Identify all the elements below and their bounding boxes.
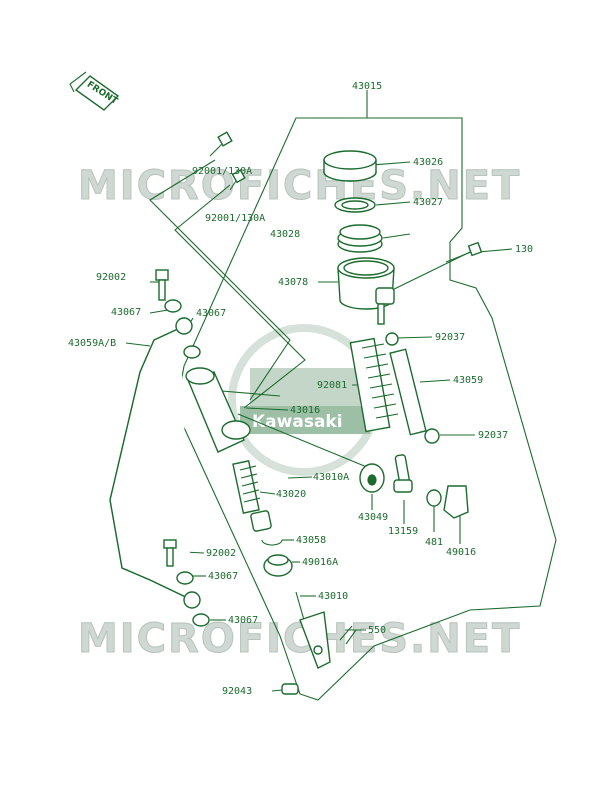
- washer-lower-1: [176, 571, 194, 585]
- callout-label: 13159: [388, 526, 418, 537]
- callout-labels: 43015 43026 92001/130A 92001/130A 43027 …: [68, 81, 533, 697]
- callout-label: 92002: [206, 548, 236, 559]
- banjo-bolt-lower: [163, 539, 177, 567]
- callout-label: 43015: [352, 81, 382, 92]
- bolt-lower: [229, 169, 246, 191]
- circlip: [261, 539, 283, 546]
- callout-label: 43026: [413, 157, 443, 168]
- callout-label: 550: [368, 625, 386, 636]
- callout-label: 43016: [290, 405, 320, 416]
- washer-upper-1: [164, 299, 182, 313]
- callout-label: 43067: [111, 307, 141, 318]
- callout-label: 92001/130A: [205, 213, 265, 224]
- dust-boot: [263, 554, 293, 577]
- reservoir: [337, 257, 395, 325]
- washer-upper-2: [183, 345, 201, 359]
- callout-label: 43049: [358, 512, 388, 523]
- callout-label: 43067: [196, 308, 226, 319]
- callout-label: 43020: [276, 489, 306, 500]
- callout-label: 43078: [278, 277, 308, 288]
- kawasaki-logo-text: Kawasaki: [252, 412, 343, 432]
- watermark-text-top: MICROFICHES.NET: [78, 163, 521, 209]
- callout-label: 92001/130A: [192, 166, 252, 177]
- callout-label: 43059A/B: [68, 338, 116, 349]
- callout-label: 92002: [96, 272, 126, 283]
- clevis-pin: [281, 683, 299, 695]
- piston-assembly: [232, 460, 272, 532]
- callout-label: 92081: [317, 380, 347, 391]
- front-badge: FRONT: [69, 71, 120, 111]
- callout-label: 481: [425, 537, 443, 548]
- callout-label: 92037: [478, 430, 508, 441]
- reservoir-hose: [389, 348, 427, 436]
- parts: [109, 131, 483, 695]
- callout-label: 49016: [446, 547, 476, 558]
- elbow: [443, 485, 469, 519]
- clamp-top: [385, 332, 399, 346]
- callout-label: 130: [515, 244, 533, 255]
- washer-lower-2: [192, 613, 210, 627]
- bolt-130: [445, 241, 483, 263]
- callout-label: 43059: [453, 375, 483, 386]
- clamp-bottom: [424, 428, 440, 444]
- reservoir-cap: [323, 150, 377, 182]
- brake-hose: [109, 317, 201, 609]
- banjo-bolt-upper: [155, 269, 169, 301]
- callout-label: 43067: [208, 571, 238, 582]
- callout-label: 92043: [222, 686, 252, 697]
- push-rod: [295, 591, 331, 669]
- diaphragm: [337, 224, 383, 253]
- callout-label: 43010: [318, 591, 348, 602]
- cotter-pin: [339, 625, 357, 645]
- o-ring: [426, 489, 442, 507]
- callout-label: 43028: [270, 229, 300, 240]
- assembly-outline: [175, 117, 557, 701]
- master-cylinder: [185, 367, 251, 453]
- watermark-text-bottom: MICROFICHES.NET: [78, 616, 521, 662]
- bolt-upper: [209, 131, 233, 157]
- callout-label: 92037: [435, 332, 465, 343]
- callout-label: 43058: [296, 535, 326, 546]
- callout-label: 43027: [413, 197, 443, 208]
- callout-label: 43010A: [313, 472, 349, 483]
- hose-fitting: [393, 454, 413, 493]
- grommet: [359, 463, 385, 493]
- callout-label: 43067: [228, 615, 258, 626]
- spring: [349, 337, 399, 433]
- callout-label: 49016A: [302, 557, 338, 568]
